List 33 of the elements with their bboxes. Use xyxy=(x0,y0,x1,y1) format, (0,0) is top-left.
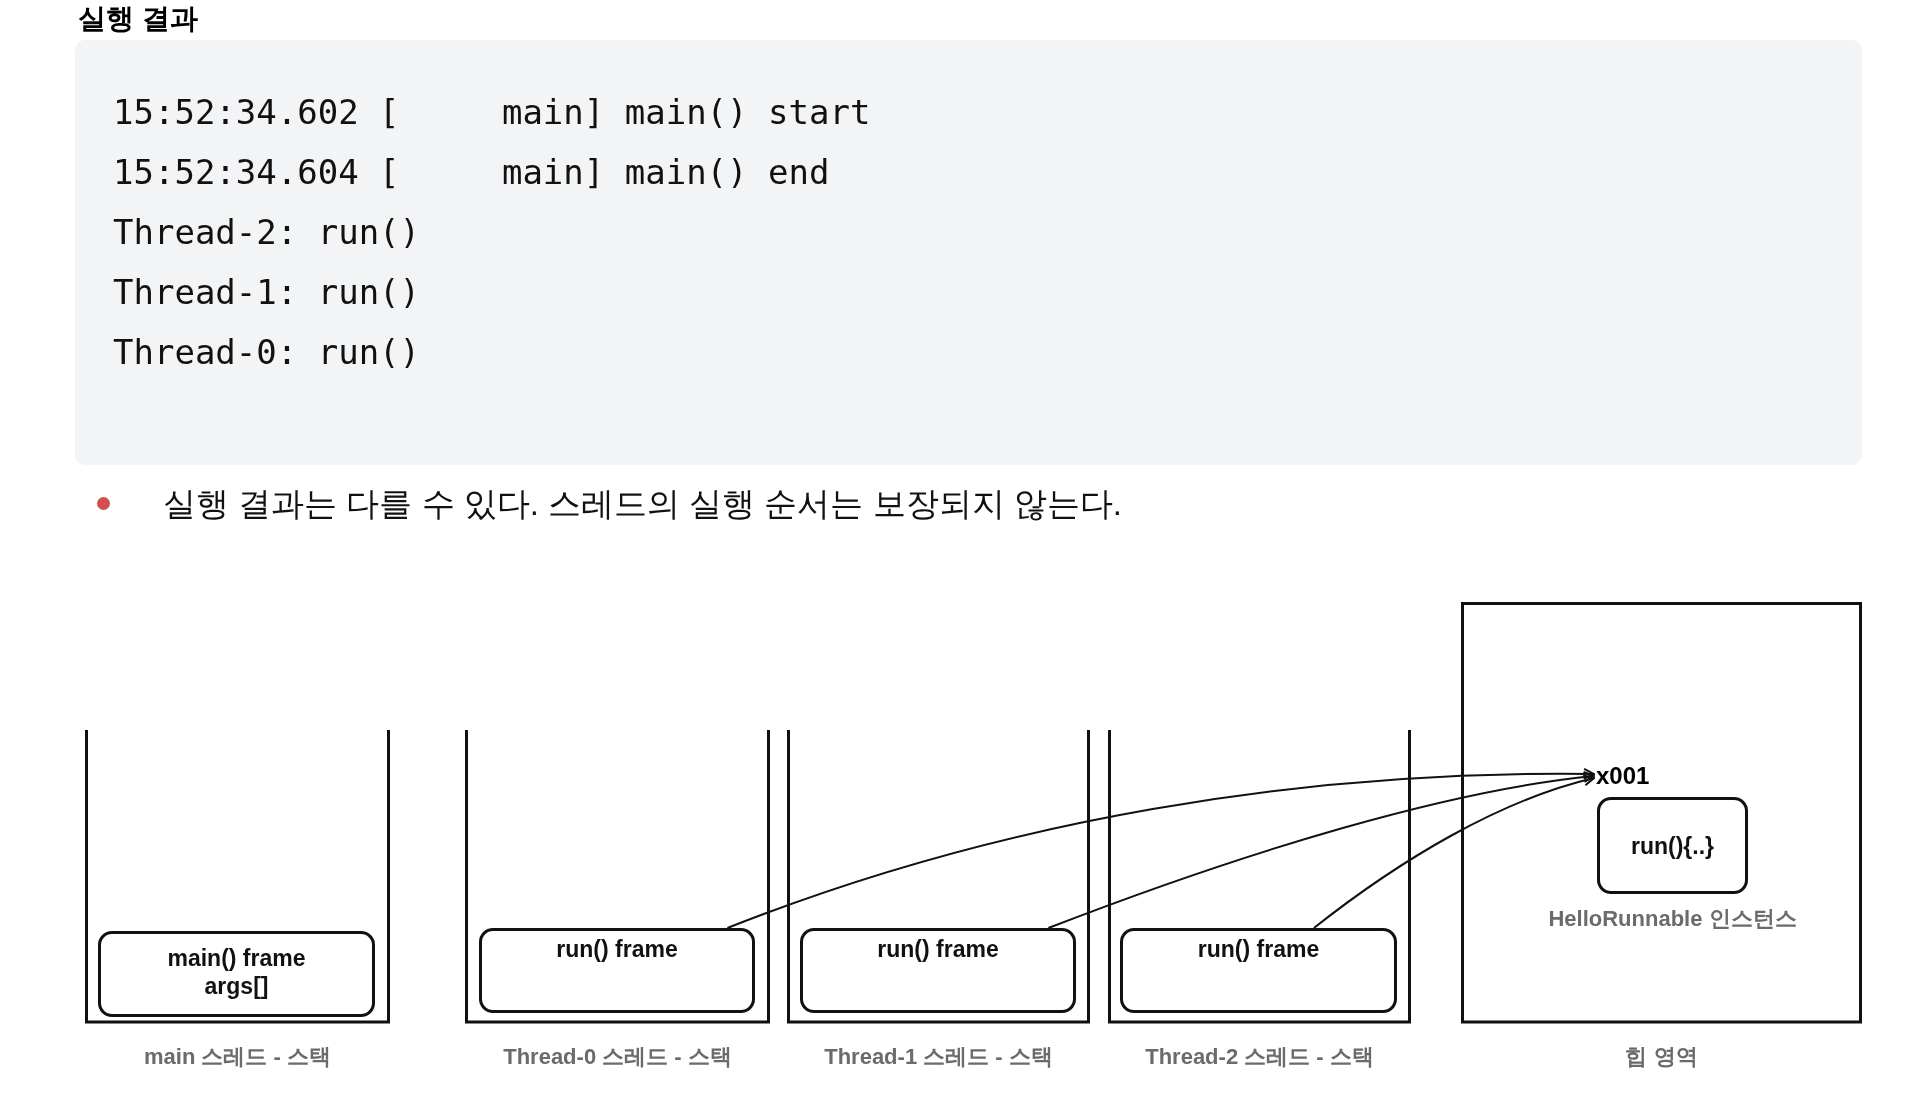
frame-label: args[] xyxy=(203,972,270,1000)
section-heading: 실행 결과 xyxy=(78,2,198,36)
frame-box xyxy=(800,928,1076,1013)
code-line: Thread-1: run() xyxy=(113,272,421,312)
arrow xyxy=(1047,771,1595,929)
frame-label: run() frame xyxy=(1196,935,1321,963)
arrow xyxy=(1312,774,1595,929)
stack-area xyxy=(1108,730,1411,1070)
area-caption: main 스레드 - 스택 xyxy=(143,1043,332,1071)
frame-label: run(){..} xyxy=(1629,831,1716,860)
instance-caption: HelloRunnable 인스턴스 xyxy=(1547,905,1798,933)
area-caption: Thread-2 스레드 - 스택 xyxy=(1144,1043,1375,1071)
code-line: Thread-0: run() xyxy=(113,332,421,372)
address-label: x001 xyxy=(1596,762,1656,790)
bullet-text: 실행 결과는 다를 수 있다. 스레드의 실행 순서는 보장되지 않는다. xyxy=(163,484,1122,524)
area-caption: Thread-0 스레드 - 스택 xyxy=(502,1043,733,1071)
code-line: 15:52:34.602 [ main] main() start xyxy=(113,92,871,132)
frame-box xyxy=(1597,797,1748,894)
frame-label: run() frame xyxy=(555,935,679,963)
code-line: Thread-2: run() xyxy=(113,212,421,252)
code-line: 15:52:34.604 [ main] main() end xyxy=(113,152,830,192)
area-caption: 힙 영역 xyxy=(1624,1043,1699,1071)
heap-area xyxy=(1461,602,1862,1070)
frame-box xyxy=(1120,928,1397,1013)
stack-area xyxy=(787,730,1090,1070)
frame-label: run() frame xyxy=(876,935,1000,963)
stack-area xyxy=(465,730,770,1070)
area-caption: Thread-1 스레드 - 스택 xyxy=(823,1043,1054,1071)
frame-box xyxy=(479,928,755,1013)
frame-label: main() frame xyxy=(166,944,307,972)
arrow xyxy=(726,768,1595,929)
stack-area xyxy=(85,730,390,1070)
frame-box xyxy=(98,931,375,1017)
